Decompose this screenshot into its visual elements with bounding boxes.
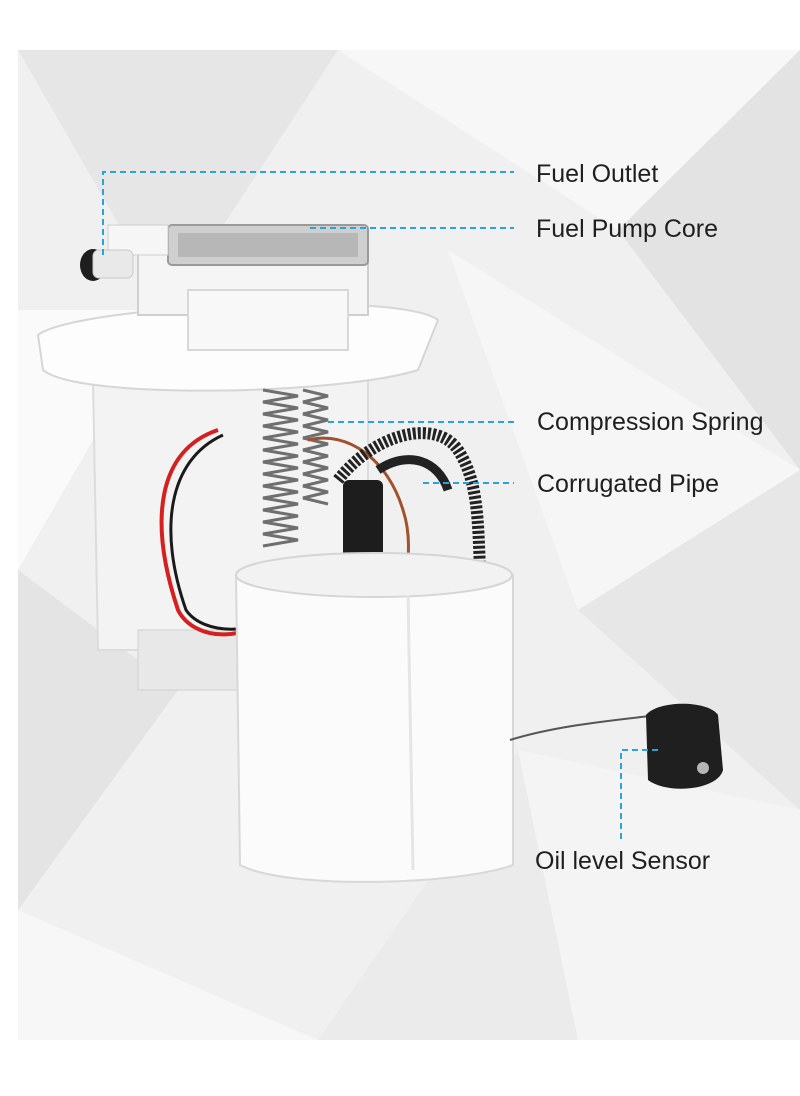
callout-leaders (102, 171, 658, 840)
callout-compression-spring: Compression Spring (537, 408, 764, 436)
fuel-pump-illustration (36, 224, 723, 883)
leader-oil-level-sensor (620, 749, 658, 840)
callout-fuel-pump-core: Fuel Pump Core (536, 215, 719, 243)
leader-fuel-outlet (102, 171, 514, 255)
callout-fuel-outlet: Fuel Outlet (536, 160, 659, 188)
product-diagram: Fuel Outlet Fuel Pump Core Compression S… (18, 50, 800, 1040)
callout-corrugated-pipe: Corrugated Pipe (537, 470, 720, 498)
callout-oil-level-sensor: Oil level Sensor (535, 847, 711, 875)
